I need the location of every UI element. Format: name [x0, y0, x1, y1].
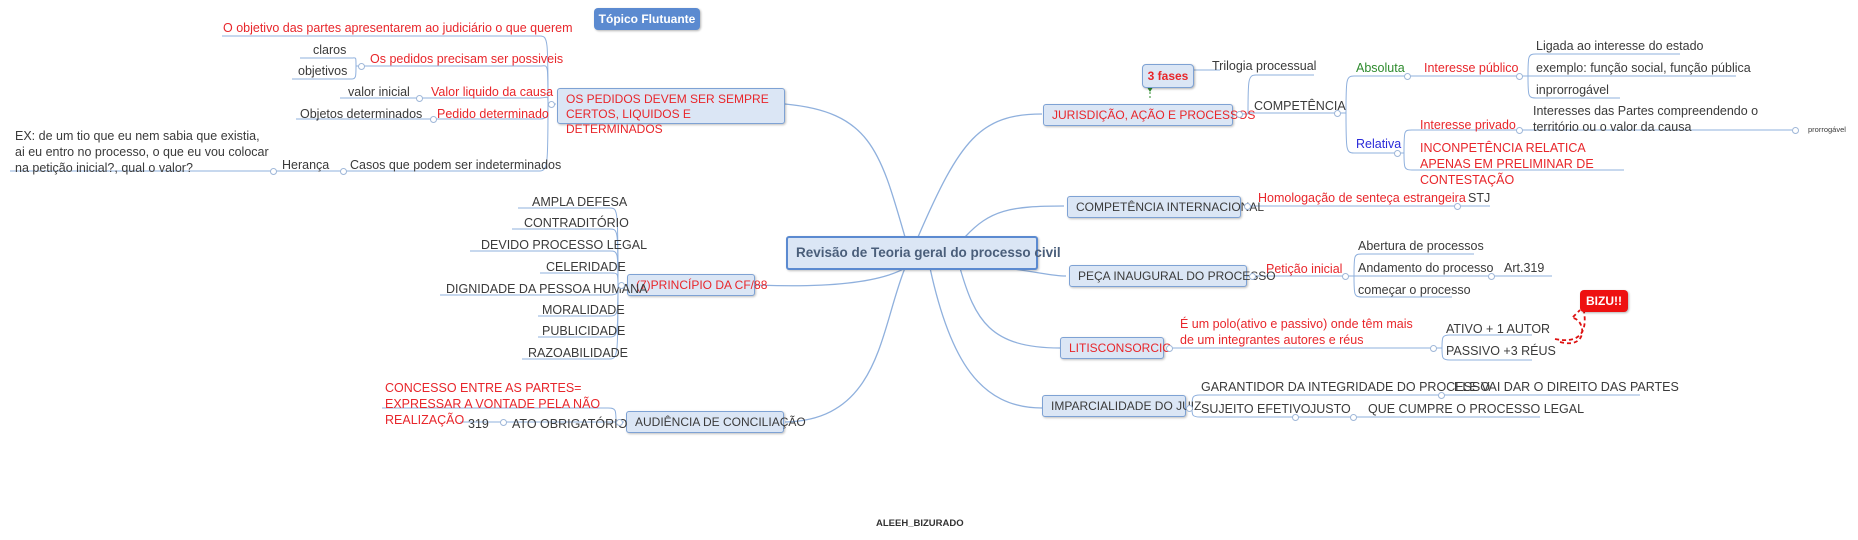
litis-ativo: ATIVO + 1 AUTOR [1446, 322, 1551, 336]
litis-polo: É um polo(ativo e passivo) onde têm mais… [1180, 317, 1413, 347]
topic-internacional[interactable]: COMPETÊNCIA INTERNACIONAL [1067, 196, 1264, 218]
pedidos-exemplo: EX: de um tio que eu nem sabia que exist… [15, 129, 269, 175]
litis-passivo: PASSIVO +3 RÉUS [1446, 344, 1556, 358]
junction-dot [416, 95, 423, 102]
stj: STJ [1468, 191, 1491, 205]
topic-imparcialidade[interactable]: IMPARCIALIDADE DO JUIZ [1042, 395, 1201, 417]
audiencia-ato: ATO OBRIGATÓRIO [512, 417, 628, 431]
junction-dot [1249, 273, 1256, 280]
interesse-publico: Interesse público [1424, 61, 1519, 75]
junction-dot [1516, 73, 1523, 80]
junction-dot [1292, 414, 1299, 421]
inconpetencia-relativa: INCONPETÊNCIA RELATICA APENAS EM PRELIMI… [1420, 141, 1594, 187]
principio-item: CONTRADITÓRIO [524, 216, 629, 230]
imparc-sujeito: SUJEITO EFETIVO [1201, 402, 1311, 416]
ligada-estado: Ligada ao interesse do estado [1536, 39, 1704, 53]
principio-item: AMPLA DEFESA [532, 195, 628, 209]
junction-dot [430, 116, 437, 123]
interesse-privado: Interesse privado [1420, 118, 1516, 132]
fases-callout[interactable]: 3 fases [1142, 64, 1194, 88]
imparc-direito: ELE VAI DAR O DIREITO DAS PARTES [1454, 380, 1679, 394]
junction-dot [1186, 405, 1193, 412]
topic-principios[interactable]: (7)PRINCÍPIO DA CF/88 [627, 274, 767, 296]
topic-peca[interactable]: PEÇA INAUGURAL DO PROCESSO [1069, 265, 1276, 287]
junction-dot [1488, 273, 1495, 280]
pedidos-claros: claros [313, 43, 347, 57]
junction-dot [1244, 203, 1251, 210]
pedidos-objetos: Objetos determinados [300, 107, 423, 121]
junction-dot [270, 168, 277, 175]
comecar-processo: começar o processo [1358, 283, 1471, 297]
topic-jurisdicao[interactable]: JURISDIÇÃO, AÇÃO E PROCESSOS [1043, 104, 1255, 126]
pedidos-casos: Casos que podem ser indeterminados [350, 158, 562, 172]
floating-topic[interactable]: Tópico Flutuante [594, 8, 700, 30]
topic-audiencia[interactable]: AUDIÊNCIA DE CONCILIAÇÃO [626, 411, 806, 433]
topic-litisconsorcio[interactable]: LITISCONSORCIO [1060, 337, 1172, 359]
principio-item: CELERIDADE [546, 260, 626, 274]
junction-dot [358, 63, 365, 70]
junction-dot [1166, 345, 1173, 352]
principio-item: PUBLICIDADE [542, 324, 626, 338]
jurisdicao-competencia: COMPETÊNCIA [1254, 99, 1346, 113]
junction-dot [340, 168, 347, 175]
art-319: Art.319 [1504, 261, 1545, 275]
pedidos-determinado: Pedido determinado [437, 107, 549, 121]
abertura-processos: Abertura de processos [1358, 239, 1484, 253]
principio-item: RAZOABILIDADE [528, 346, 629, 360]
junction-dot [1438, 392, 1445, 399]
jurisdicao-trilogia: Trilogia processual [1212, 59, 1317, 73]
audiencia-num: 319 [468, 417, 489, 431]
junction-dot [1430, 345, 1437, 352]
junction-dot [1516, 127, 1523, 134]
junction-dot [618, 282, 625, 289]
principio-item: MORALIDADE [542, 303, 625, 317]
junction-dot [1236, 111, 1243, 118]
pedidos-heranca: Herança [282, 158, 330, 172]
pedidos-objetivos: objetivos [298, 64, 348, 78]
pedidos-possiveis: Os pedidos precisam ser possiveis [370, 52, 564, 66]
junction-dot [1394, 150, 1401, 157]
central-topic[interactable]: Revisão de Teoria geral do processo civi… [786, 236, 1061, 270]
pedidos-objetivo: O objetivo das partes apresentarem ao ju… [223, 21, 573, 35]
imparc-cumpre: QUE CUMPRE O PROCESSO LEGAL [1368, 402, 1585, 416]
pedidos-valor-liquido: Valor liquido da causa [431, 85, 554, 99]
bizu-badge[interactable]: BIZU!! [1580, 290, 1628, 312]
junction-dot [548, 101, 555, 108]
pedidos-valor-inicial: valor inicial [348, 85, 410, 99]
improrrogavel: inprorrogável [1536, 83, 1609, 97]
junction-dot [1454, 203, 1461, 210]
imparc-justo: JUSTO [1310, 402, 1351, 416]
homologacao: Homologação de senteça estrangeira [1258, 191, 1466, 205]
competencia-relativa: Relativa [1356, 137, 1402, 151]
peticao-inicial: Petição inicial [1266, 262, 1343, 276]
audiencia-concesso: CONCESSO ENTRE AS PARTES= EXPRESSAR A VO… [385, 381, 601, 427]
interesses-partes: Interesses das Partes compreendendo o te… [1533, 104, 1759, 134]
andamento-processo: Andamento do processo [1358, 261, 1494, 275]
principio-item: DIGNIDADE DA PESSOA HUMANA [446, 282, 648, 296]
competencia-absoluta: Absoluta [1356, 61, 1405, 75]
junction-dot [500, 419, 507, 426]
prorrogavel: prorrogável [1808, 125, 1846, 134]
footer-watermark: ALEEH_BIZURADO [876, 518, 964, 529]
junction-dot [1350, 414, 1357, 421]
topic-pedidos[interactable]: OS PEDIDOS DEVEM SER SEMPRE CERTOS, LIQU… [557, 88, 785, 136]
junction-dot [1342, 273, 1349, 280]
junction-dot [616, 419, 623, 426]
junction-dot [1334, 110, 1341, 117]
junction-dot [1792, 127, 1799, 134]
junction-dot [1404, 73, 1411, 80]
principio-item: DEVIDO PROCESSO LEGAL [481, 238, 648, 252]
exemplo-funcao: exemplo: função social, função pública [1536, 61, 1751, 75]
imparc-garantidor: GARANTIDOR DA INTEGRIDADE DO PROCESSO [1201, 380, 1490, 394]
